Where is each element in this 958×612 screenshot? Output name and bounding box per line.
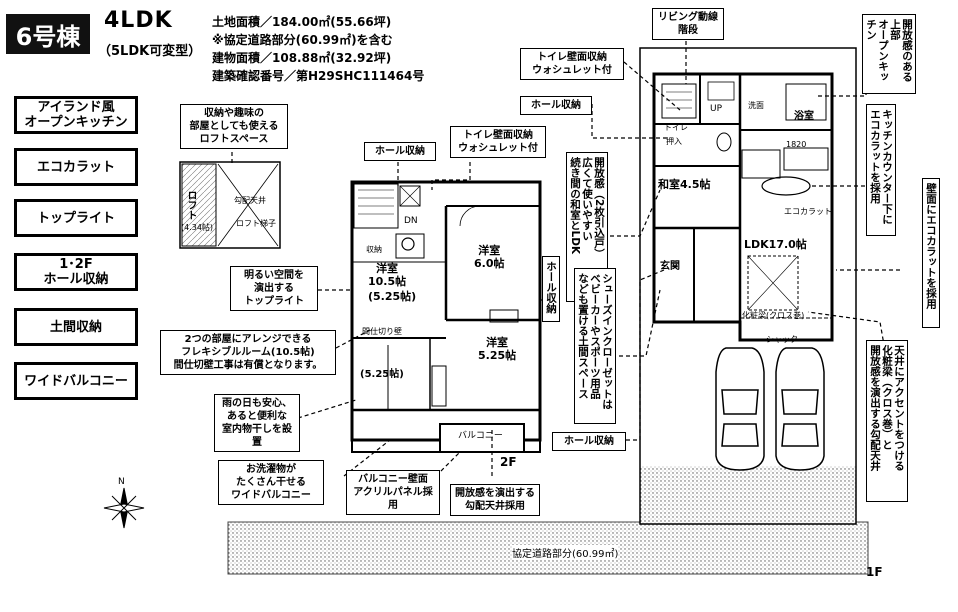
feature-wide-balcony: ワイドバルコニー [14,362,138,400]
balcony-label: バルコニー [458,431,503,441]
loft-ladder: ロフト梯子 [236,219,276,228]
dn-label: DN [404,216,418,226]
beam-label: 化粧梁(クロス巻) [742,311,805,320]
parking-hatch [640,466,856,524]
entrance-label: 玄関 [660,261,680,272]
feature-hall-storage: 1･2F ホール収納 [14,253,138,291]
plan-type: 4LDK [104,8,173,33]
callout-hall-storage-2f-vertical: ホール収納 [542,256,560,322]
road-label: 協定道路部分(60.99㎡) [512,545,619,560]
loft-area: (4.34帖) [181,223,214,232]
feature-ecocarat: エコカラット [14,148,138,186]
building-number-badge: 6号棟 [6,14,90,54]
toilet-1f-label: トイレ [664,123,688,132]
bath-label: 浴室 [794,111,814,122]
shutter-label: シャッター [766,335,806,344]
partition-label: 間仕切り壁 [362,327,402,336]
callout-hall-storage-1f: ホール収納 [552,432,626,451]
up-label: UP [710,104,723,114]
car-right [775,347,825,471]
compass-rose [103,487,145,529]
western-room-3: 洋室 5.25帖 [478,336,517,362]
loft-room [181,163,217,247]
land-area: 土地面積／184.00㎡(55.66坪) [212,15,392,29]
setback-note: ※協定道路部分(60.99㎡)を含む [212,33,393,47]
callout-toilet-2f: トイレ壁面収納 ウォシュレット付 [450,126,546,158]
building-area: 建物面積／108.88㎡(32.92坪) [212,51,392,65]
floor-1-label: 1F [866,565,883,579]
floor-2-label: 2F [500,455,517,469]
western-room-1-split: (5.25帖) [368,290,417,303]
car-left [715,347,765,471]
callout-wide-balcony: お洗濯物が たくさん干せる ワイドバルコニー [218,460,324,505]
callout-counter-ecocarat: キッチンカウンター下に エコカラットを採用 [866,104,896,236]
callout-flexible-room: 2つの部屋にアレンジできる フレキシブルルーム(10.5帖) 間仕切壁工事は有償… [160,330,336,375]
loft-label: ロフト [185,190,196,220]
ldk-label: LDK17.0帖 [744,238,807,251]
loft-outline [179,161,281,249]
permit-number: 建築確認番号／第H29SHC111464号 [212,69,425,83]
callout-sloped-ceiling-1f: 天井にアクセントをつける 化粧梁（クロス巻）と 開放感を演出する勾配天井 [866,340,908,502]
closet-label: 押入 [666,137,682,146]
callout-hall-storage-1f-top: ホール収納 [520,96,592,115]
callout-wall-ecocarat: 壁面にエコカラットを採用 [922,178,940,328]
loft-ceiling: 勾配天井 [234,196,266,205]
lot-boundary [639,47,857,525]
2f-storage-label: 収納 [366,245,382,254]
spec-block: 土地面積／184.00㎡(55.66坪) ※協定道路部分(60.99㎡)を含む … [212,13,424,85]
western-room-2: 洋室 6.0帖 [474,244,505,270]
washroom-label: 洗面 [748,101,764,110]
callout-hall-storage-2f: ホール収納 [364,142,436,161]
western-room-1-split2: (5.25帖) [360,369,404,380]
callout-toilet-1f: トイレ壁面収納 ウォシュレット付 [520,48,624,80]
callout-indoor-drying: 雨の日も安心、 あると便利な 室内物干しを設置 [214,394,300,452]
callout-living-stairs: リビング動線 階段 [652,8,724,40]
feature-doma-storage: 土間収納 [14,308,138,346]
callout-open-kitchen: 開放感のある上部 オープンキッチン [862,14,916,94]
kitchen-size: 1820 [786,140,807,149]
callout-shoes-closet: シューズインクローゼットは ベビーカーやスポーツ用品 なども置ける土間スペース [574,268,616,424]
washitsu-label: 和室4.5帖 [658,178,711,191]
callout-loft: 収納や趣味の 部屋としても使える ロフトスペース [180,104,288,149]
callout-toplight: 明るい空間を 演出する トップライト [230,266,318,311]
feature-toplight: トップライト [14,199,138,237]
ecocarat-label: エコカラット [784,207,832,216]
callout-acrylic-panel: バルコニー壁面 アクリルパネル採用 [346,470,440,515]
callout-sloped-ceiling-2f: 開放感を演出する 勾配天井採用 [450,484,540,516]
plan-sub: （5LDK可変型） [98,44,202,59]
feature-island-kitchen: アイランド風 オープンキッチン [14,96,138,134]
compass-north: N [118,477,125,487]
western-room-1: 洋室 10.5帖 [368,262,407,288]
